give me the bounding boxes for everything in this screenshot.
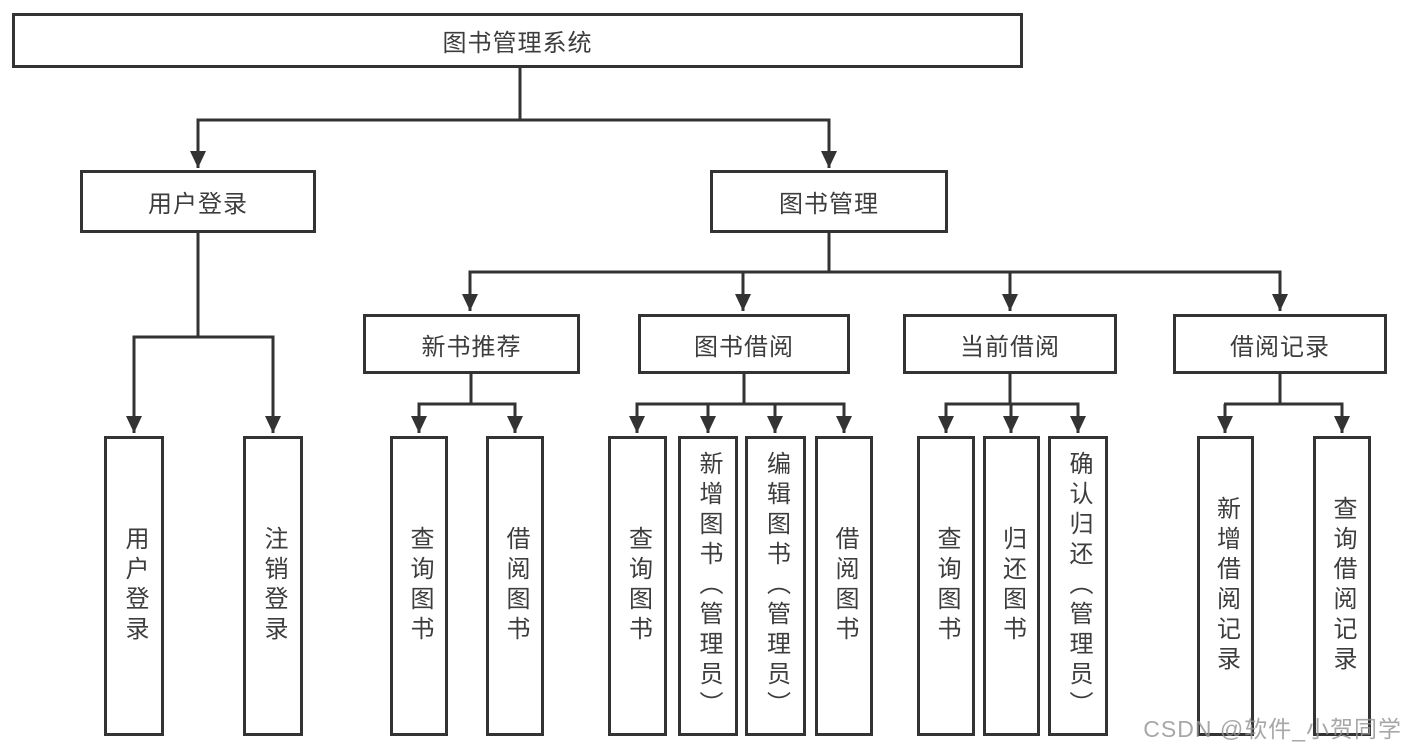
node-new-book-recommend: 新书推荐 bbox=[363, 314, 580, 374]
node-label: 用户登录 bbox=[121, 526, 148, 646]
node-label: 归还图书 bbox=[998, 526, 1026, 646]
node-label: 图书借阅 bbox=[694, 333, 794, 361]
node-logout-action: 注销登录 bbox=[243, 436, 303, 736]
node-label: 编辑图书（管理员） bbox=[762, 451, 790, 721]
node-label: 查询图书 bbox=[933, 526, 960, 646]
node-label: 查询图书 bbox=[624, 526, 652, 646]
node-borrow-books-recommend: 借阅图书 bbox=[486, 436, 544, 736]
node-label: 新增借阅记录 bbox=[1212, 496, 1240, 676]
node-label: 新书推荐 bbox=[421, 333, 522, 361]
node-add-borrow-record: 新增借阅记录 bbox=[1197, 436, 1254, 736]
node-current-borrowing: 当前借阅 bbox=[903, 314, 1117, 374]
node-query-borrow-record: 查询借阅记录 bbox=[1313, 436, 1371, 736]
node-book-borrowing: 图书借阅 bbox=[638, 314, 850, 374]
watermark: CSDN @软件_小贺同学 bbox=[1143, 716, 1402, 742]
node-label: 借阅记录 bbox=[1230, 333, 1330, 361]
connector-lines bbox=[126, 67, 1350, 433]
node-label: 新增图书（管理员） bbox=[695, 451, 722, 721]
node-label: 当前借阅 bbox=[960, 333, 1060, 361]
node-query-books-borrowing: 查询图书 bbox=[608, 436, 667, 736]
node-label: 借阅图书 bbox=[502, 526, 529, 646]
node-label: 确认归还（管理员） bbox=[1065, 451, 1092, 721]
node-borrow-books-action: 借阅图书 bbox=[815, 436, 873, 736]
node-borrow-records: 借阅记录 bbox=[1173, 314, 1387, 374]
node-label: 注销登录 bbox=[260, 526, 287, 646]
node-query-books-current: 查询图书 bbox=[917, 436, 975, 736]
node-user-login: 用户登录 bbox=[80, 170, 316, 233]
node-label: 图书管理系统 bbox=[442, 30, 593, 57]
node-book-management: 图书管理 bbox=[710, 170, 948, 233]
node-label: 查询借阅记录 bbox=[1329, 496, 1356, 676]
node-query-books-recommend: 查询图书 bbox=[390, 436, 448, 736]
node-edit-book-admin: 编辑图书（管理员） bbox=[745, 436, 806, 736]
node-confirm-return-admin: 确认归还（管理员） bbox=[1048, 436, 1108, 736]
node-add-book-admin: 新增图书（管理员） bbox=[678, 436, 738, 736]
node-return-books: 归还图书 bbox=[983, 436, 1040, 736]
node-label: 用户登录 bbox=[148, 191, 248, 218]
node-user-login-action: 用户登录 bbox=[104, 436, 164, 736]
node-label: 查询图书 bbox=[406, 526, 433, 646]
node-label: 图书管理 bbox=[779, 191, 879, 218]
node-library-system: 图书管理系统 bbox=[12, 13, 1023, 68]
node-label: 借阅图书 bbox=[831, 526, 858, 646]
